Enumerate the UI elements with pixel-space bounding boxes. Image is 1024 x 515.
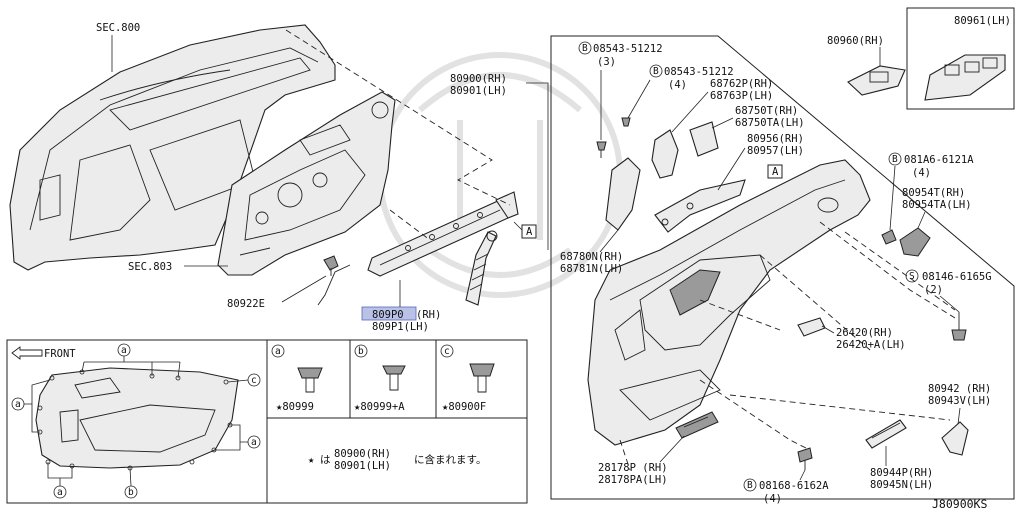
- clip-c-icon: [469, 363, 495, 393]
- label-bolt1-code: 08543-51212: [593, 43, 663, 55]
- legend-cell-c-part: ★80900F: [442, 401, 486, 413]
- label-bolt4-code: 08168-6162A: [759, 480, 829, 492]
- right-panel-frame: [550, 35, 1015, 500]
- diagram-id: J80900KS: [932, 497, 987, 511]
- bolt-08543-a: [578, 41, 607, 158]
- label-68750t: 68750T(RH): [735, 105, 798, 117]
- label-80957: 80957(LH): [747, 145, 804, 157]
- note-suffix: に含まれます。: [414, 453, 486, 466]
- legend-cell-a-part: ★80999: [276, 401, 314, 413]
- label-bolt1-qty: (3): [597, 56, 616, 68]
- bolt-081a6: [881, 229, 897, 245]
- label-80954ta: 80954TA(LH): [902, 199, 972, 211]
- label-809p0-suffix: (RH): [416, 309, 441, 321]
- mini-callout-a-top: a: [121, 345, 127, 356]
- label-80960: 80960(RH): [827, 35, 884, 47]
- trim-piece-68780n: [605, 157, 641, 231]
- label-68763p: 68763P(LH): [710, 90, 773, 102]
- mini-callout-c: c: [251, 375, 257, 386]
- label-80945n: 80945N(LH): [870, 479, 933, 491]
- ref-box-a-left: [521, 224, 537, 239]
- legend-cell-a-letter: a: [275, 346, 281, 357]
- label-sec800: SEC.800: [96, 22, 140, 34]
- note-prefix: は: [320, 454, 331, 466]
- legend-cell-b-part: ★80999+A: [354, 401, 405, 413]
- bolt-08543-b: [621, 117, 631, 127]
- cover-80954t: [899, 227, 931, 257]
- label-68750ta: 68750TA(LH): [735, 117, 805, 129]
- label-68781n: 68781N(LH): [560, 263, 623, 275]
- clip-80922e: [323, 255, 339, 276]
- label-28178pa: 28178PA(LH): [598, 474, 668, 486]
- label-sec803: SEC.803: [128, 261, 172, 273]
- circle-b-4: B: [747, 480, 753, 491]
- armrest-bracket-80956: [654, 179, 746, 233]
- label-80956: 80956(RH): [747, 133, 804, 145]
- door-regulator-rail: [317, 191, 519, 306]
- front-label: FRONT: [44, 348, 76, 360]
- label-809p1: 809P1(LH): [372, 321, 429, 333]
- label-80943v: 80943V(LH): [928, 395, 991, 407]
- kick-plate-28178p: [675, 411, 719, 439]
- legend-cell-b-letter: b: [358, 346, 364, 357]
- label-80942: 80942 (RH): [928, 383, 991, 395]
- label-bolt2-code: 08543-51212: [664, 66, 734, 78]
- circle-s: S: [909, 271, 915, 282]
- highlight-809p0: [361, 306, 417, 321]
- ref-a-left: A: [526, 226, 533, 238]
- mini-door-trim: [35, 367, 239, 471]
- circle-b-1: B: [582, 43, 588, 54]
- label-80900-rh: 80900(RH): [450, 73, 507, 85]
- label-80922e: 80922E: [227, 298, 265, 310]
- front-arrow-icon: [11, 346, 43, 360]
- clip-a-icon: [297, 367, 323, 393]
- switch-finisher-80961: [924, 54, 1006, 101]
- ref-box-a-right: [767, 164, 783, 179]
- label-28178p: 28178P (RH): [598, 462, 668, 474]
- bolt-08168: [797, 447, 813, 470]
- label-screw-code: 08146-6165G: [922, 271, 992, 283]
- legend-cell-c-letter: c: [444, 346, 450, 357]
- label-bolt3-qty: (4): [912, 167, 931, 179]
- label-bolt4-qty: (4): [763, 493, 782, 505]
- label-80961: 80961(LH): [954, 15, 1011, 27]
- label-68780n: 68780N(RH): [560, 251, 623, 263]
- label-68762p: 68762P(RH): [710, 78, 773, 90]
- inset-80961: [906, 7, 1015, 110]
- label-26420a: 26420+A(LH): [836, 339, 906, 351]
- pad-68750t: [689, 121, 719, 157]
- mini-callout-a-right: a: [251, 437, 257, 448]
- door-shell: [9, 24, 336, 271]
- label-bolt3-code: 081A6-6121A: [904, 154, 974, 166]
- strip-80944p: [865, 419, 907, 449]
- clip-b-icon: [382, 365, 406, 391]
- note-line2: 80901(LH): [334, 460, 391, 472]
- mini-callout-a-bottom: a: [57, 487, 63, 498]
- mini-callout-b-bottom: b: [128, 487, 134, 498]
- label-80901-lh: 80901(LH): [450, 85, 507, 97]
- circle-b-2: B: [653, 66, 659, 77]
- label-bolt2-qty: (4): [668, 79, 687, 91]
- finisher-80942: [941, 421, 969, 456]
- ref-a-right: A: [772, 166, 779, 178]
- mini-callout-a-left: a: [15, 399, 21, 410]
- note-star: ★: [308, 454, 315, 466]
- label-screw-qty: (2): [924, 284, 943, 296]
- label-80944p: 80944P(RH): [870, 467, 933, 479]
- lamp-26420: [797, 317, 826, 337]
- door-inner-module: [217, 91, 396, 276]
- label-26420: 26420(RH): [836, 327, 893, 339]
- door-bracket-68762p: [651, 129, 679, 179]
- label-809p0: 809P0: [372, 309, 404, 321]
- screw-08146: [951, 312, 967, 341]
- circle-b-3: B: [892, 154, 898, 165]
- note-line1: 80900(RH): [334, 448, 391, 460]
- switch-finisher-80960: [847, 65, 906, 96]
- label-80954t: 80954T(RH): [902, 187, 965, 199]
